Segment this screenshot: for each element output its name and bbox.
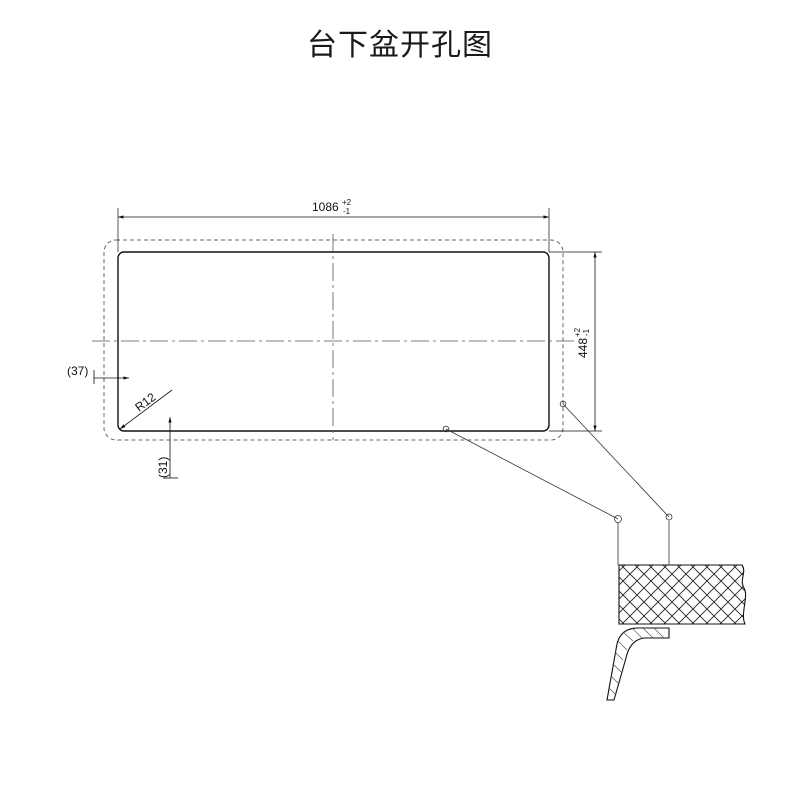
bottom-offset-dimension: (31)	[156, 417, 178, 479]
countertop-section	[618, 564, 747, 625]
height-dimension: 448 +2 -1	[549, 251, 602, 432]
svg-text:1086: 1086	[312, 200, 339, 214]
left-offset-label: (37)	[67, 364, 88, 378]
width-tol-minus: -1	[343, 207, 351, 216]
sink-outline-dashed	[103, 239, 564, 441]
sink-flange-section	[606, 627, 670, 701]
width-dimension: 1086 +2 -1	[117, 198, 550, 252]
width-value: 1086	[312, 200, 339, 214]
bottom-offset-label: (31)	[156, 457, 170, 478]
radius-label: R12	[132, 390, 158, 415]
detail-leaders	[442, 400, 673, 565]
left-offset-dimension: (37)	[67, 364, 129, 384]
cutout-rectangle	[117, 251, 550, 432]
height-tol-minus: -1	[582, 328, 591, 336]
radius-leader: R12	[119, 389, 173, 430]
height-tol-plus: +2	[573, 327, 582, 337]
width-tol-plus: +2	[342, 198, 352, 207]
page-title: 台下盆开孔图	[307, 28, 493, 63]
height-value: 448	[576, 338, 590, 358]
sink-flange-hatch	[608, 627, 665, 696]
